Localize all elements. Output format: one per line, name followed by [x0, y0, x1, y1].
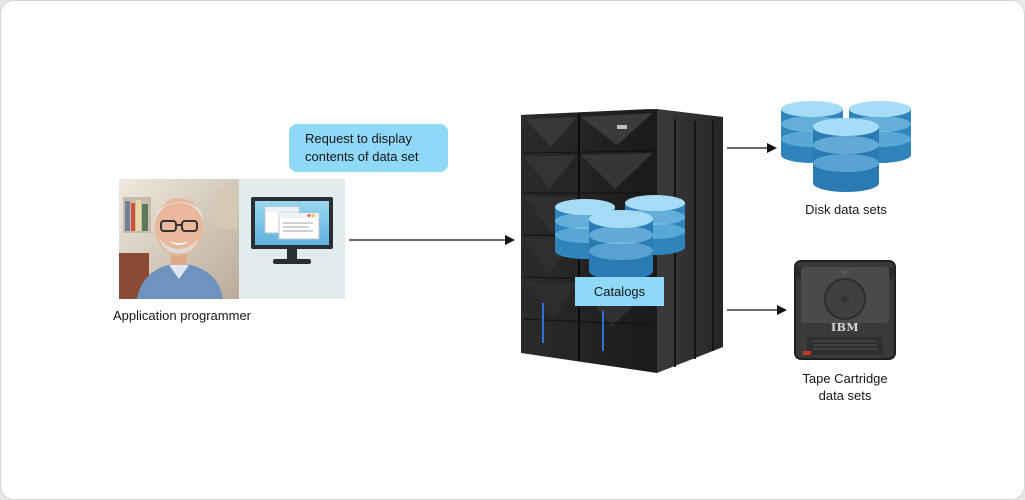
tape-label-line-1: Tape Cartridge: [802, 371, 888, 386]
programmer-panel: [119, 179, 345, 299]
monitor-icon: [251, 197, 333, 264]
arrow-to-disk: [727, 143, 777, 153]
arrow-to-tape: [727, 305, 787, 315]
tape-cartridge-icon: [794, 260, 896, 360]
arrow-request: [349, 235, 515, 245]
tape-logo: IBM: [830, 321, 860, 334]
tape-label-line-2: data sets: [818, 388, 872, 403]
request-callout: Request to display contents of data set: [289, 124, 448, 172]
catalogs-label: Catalogs: [575, 277, 664, 306]
disk-label: Disk data sets: [805, 202, 887, 217]
tape-cartridge: IBM: [793, 259, 897, 361]
catalog-database-icon: [555, 195, 685, 280]
callout-line-2: contents of data set: [305, 149, 419, 164]
callout-line-1: Request to display: [305, 131, 412, 146]
tape-label: Tape Cartridge data sets: [785, 370, 905, 404]
disk-database-icon: [781, 101, 911, 192]
programmer-label: Application programmer: [113, 308, 252, 323]
